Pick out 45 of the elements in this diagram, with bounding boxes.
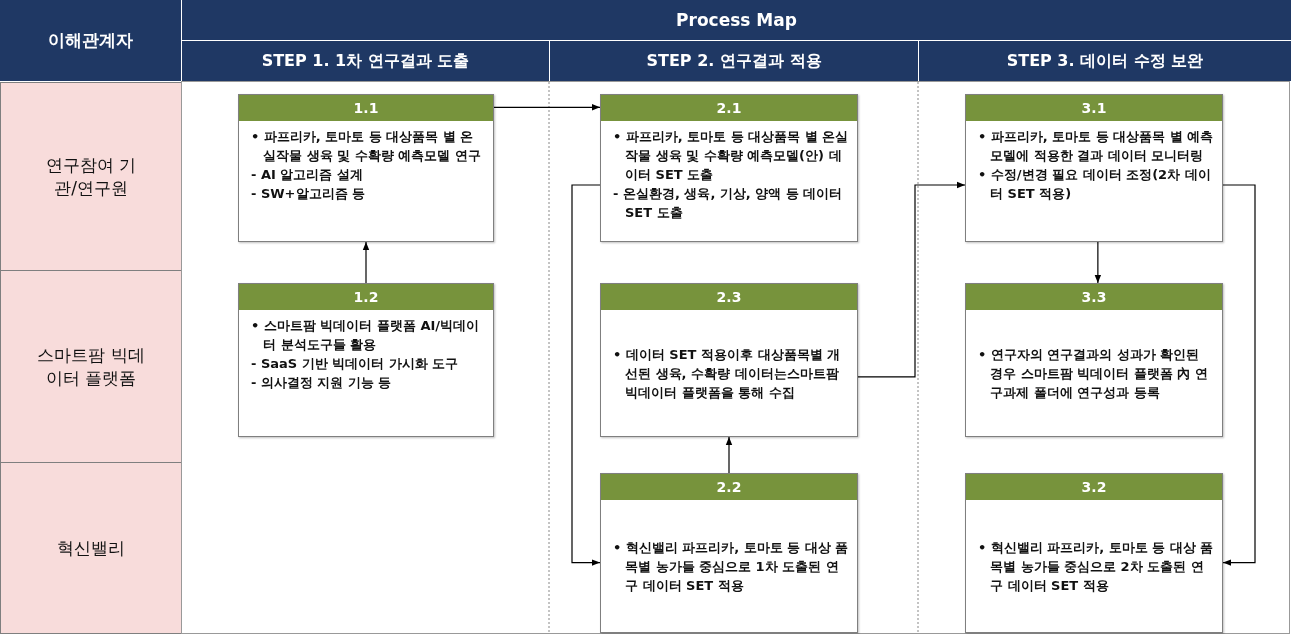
- step-number: 3.3: [966, 284, 1222, 310]
- step-text: • 파프리카, 토마토 등 대상품목 별 온실작물 생육 및 수확량 예측모델(안) 데이터 SET 도출: [613, 128, 849, 184]
- step-card: [965, 94, 1223, 242]
- step-number: 3.1: [966, 95, 1222, 121]
- step-text: - SaaS 기반 빅데이터 가시화 도구: [251, 355, 460, 373]
- arrow: [493, 103, 601, 111]
- step-number: 3.2: [966, 474, 1222, 500]
- column-header: STEP 3. 데이터 수정 보완: [919, 41, 1291, 81]
- arrow: [857, 181, 966, 378]
- arrow: [725, 436, 733, 474]
- step-card: [965, 283, 1223, 437]
- column-header: 이해관계자: [0, 0, 181, 81]
- step-number: 1.1: [239, 95, 493, 121]
- step-text: • 혁신밸리 파프리카, 토마토 등 대상 품목별 농가들 중심으로 1차 도출된 연구 데이터 SET 적용: [613, 538, 849, 595]
- step-text: - 온실환경, 생육, 기상, 양액 등 데이터 SET 도출: [613, 185, 844, 222]
- step-text: • 데이터 SET 적용이후 대상품목별 개선된 생육, 수확량 데이터는스마트팜 빅데이터 플랫폼을 통해 수집: [613, 345, 842, 402]
- arrow: [571, 184, 601, 566]
- step-text: • 혁신밸리 파프리카, 토마토 등 대상 품목별 농가들 중심으로 2차 도출된 연구 데이터 SET 적용: [978, 538, 1214, 595]
- step-text: - AI 알고리즘 설계: [251, 166, 364, 184]
- arrow: [1222, 184, 1256, 566]
- column-header: STEP 1. 1차 연구결과 도출: [182, 41, 549, 81]
- arrow: [362, 241, 370, 284]
- step-text: • 파프리카, 토마토 등 대상품목 별 예측모델에 적용한 결과 데이터 모니터링: [978, 128, 1214, 165]
- step-card: [600, 283, 858, 437]
- step-card: [238, 94, 494, 242]
- step-number: 2.1: [601, 95, 857, 121]
- step-text: • 파프리카, 토마토 등 대상품목 별 온실작물 생육 및 수확량 예측모델 연구: [251, 128, 482, 165]
- table-title: Process Map: [182, 0, 1291, 40]
- step-text: • 수정/변경 필요 데이터 조정(2차 데이터 SET 적용): [978, 166, 1212, 203]
- step-card: [965, 473, 1223, 633]
- step-text: - SW+알고리즘 등: [251, 185, 367, 203]
- step-text: - 의사결정 지원 기능 등: [251, 374, 393, 392]
- row-header-text: 스마트팜 빅데이터 플랫폼: [36, 343, 146, 390]
- row-header-text: 연구참여 기관/연구원: [44, 153, 138, 200]
- step-card: [600, 473, 858, 633]
- step-card: [238, 283, 494, 437]
- step-text: • 스마트팜 빅데이터 플랫폼 AI/빅데이터 분석도구들 활용: [251, 317, 481, 354]
- step-number: 1.2: [239, 284, 493, 310]
- step-number: 2.3: [601, 284, 857, 310]
- row-header-text: 혁신밸리: [56, 536, 126, 560]
- step-number: 2.2: [601, 474, 857, 500]
- arrow: [1094, 241, 1102, 284]
- step-text: • 연구자의 연구결과의 성과가 확인된 경우 스마트팜 빅데이터 플랫폼 內 연구과제 폴더에 연구성과 등록: [978, 345, 1209, 402]
- step-card: [600, 94, 858, 242]
- column-header: STEP 2. 연구결과 적용: [550, 41, 918, 81]
